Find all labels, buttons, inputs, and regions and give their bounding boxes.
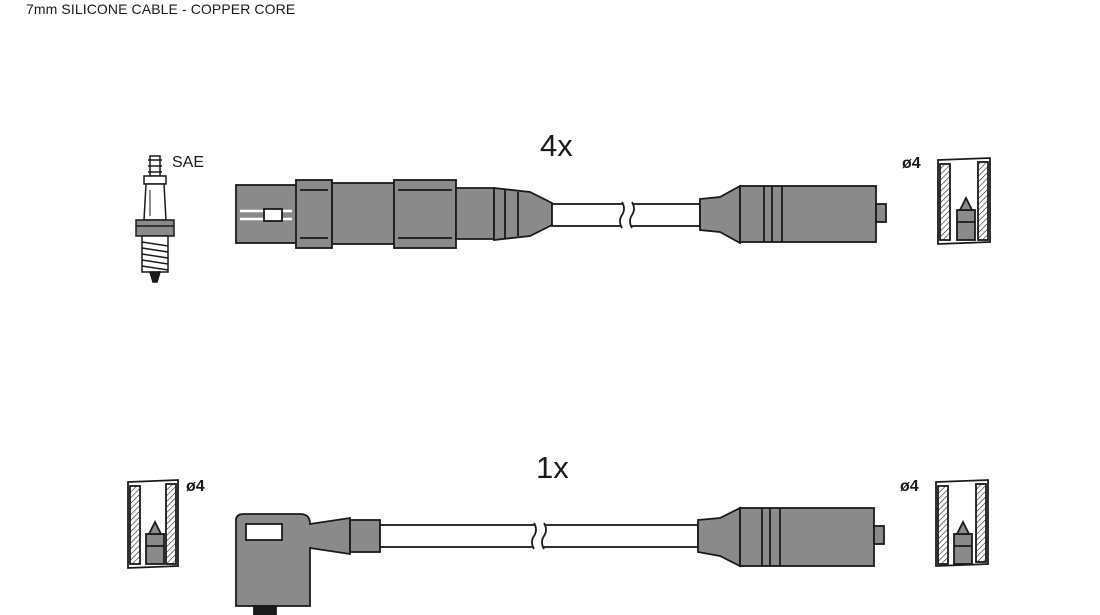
terminal-connector-icon: [127, 479, 179, 569]
terminal-connector-icon: [935, 479, 989, 567]
spark-plug-standard-label: SAE: [172, 154, 205, 171]
quantity-label-b: 1x: [536, 450, 569, 485]
terminal-diameter-label-a: ø4: [902, 155, 921, 172]
terminal-connector-icon: [937, 157, 991, 245]
terminal-diameter-label-b-right: ø4: [900, 478, 919, 495]
cable-segment-b: [379, 522, 699, 550]
straight-coil-boot-b: [697, 506, 885, 568]
straight-spark-plug-boot: [235, 179, 553, 249]
angled-spark-plug-boot: [235, 513, 381, 615]
cable-segment-a: [551, 201, 701, 229]
quantity-label-a: 4x: [540, 128, 573, 163]
spark-plug-icon: [135, 155, 175, 283]
terminal-diameter-label-b-left: ø4: [186, 478, 205, 495]
straight-coil-boot: [699, 184, 887, 245]
diagram-title: 7mm SILICONE CABLE - COPPER CORE: [26, 1, 296, 17]
